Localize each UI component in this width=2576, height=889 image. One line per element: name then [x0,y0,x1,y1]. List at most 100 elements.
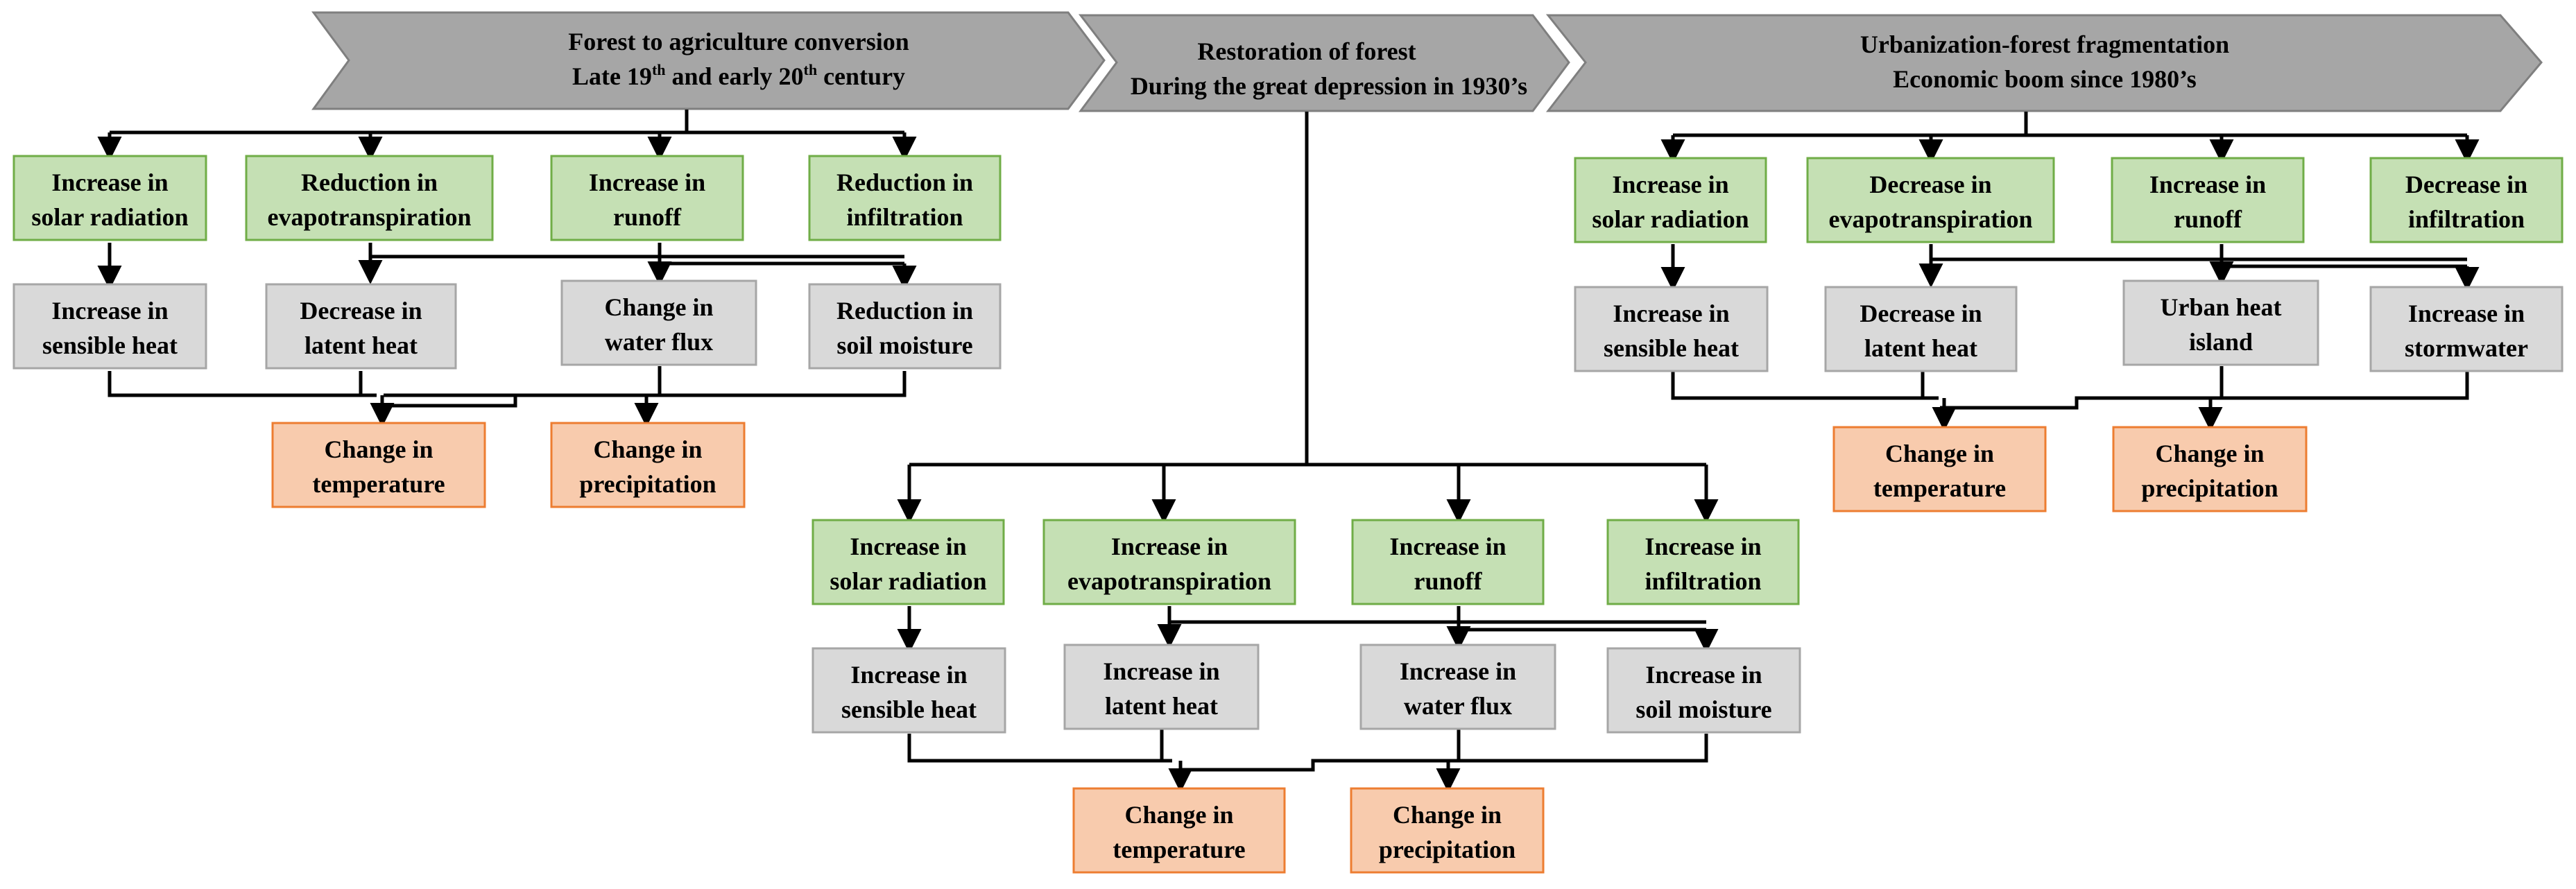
connector [658,366,907,397]
box-shape [1042,519,1296,605]
box-label-line1: Increase in [1389,533,1506,560]
box-shape [2369,286,2564,372]
box-label-line2: sensible heat [841,696,977,723]
restoration-effect-box-2: Increase in latent heat [1063,644,1260,730]
box-label-line1: Increase in [1645,533,1761,560]
box-label-line2: latent heat [1105,692,1218,720]
box-label-line2: runoff [2174,205,2242,233]
box-label-line1: Change in [324,435,433,463]
box-shape [560,279,757,366]
banner-title-line1: Restoration of forest [1197,37,1416,65]
connector [108,371,377,397]
banner-shape [311,11,1106,110]
box-label-line2: soil moisture [836,331,972,359]
box-shape [1832,426,2047,512]
box-shape [1072,787,1286,874]
box-label-line2: runoff [613,203,682,231]
banner-urbanization-forest-fragmentation: Urbanization-forest fragmentation Econom… [1545,14,2543,112]
box-label-line1: Change in [604,293,713,321]
box-shape [1824,286,2018,372]
banner-title-line2: During the great depression in 1930’s [1131,72,1527,100]
connector [1671,371,1939,400]
box-shape [12,283,207,370]
agriculture-effect-box-2: Decrease in latent heat [265,283,457,370]
box-shape [1063,644,1260,730]
agriculture-process-box-4: Reduction in infiltration [808,155,1002,241]
banner-forest-to-agriculture: Forest to agriculture conversion Late 19… [311,11,1106,110]
box-shape [2111,157,2305,243]
box-label-line2: water flux [605,328,713,356]
box-label-line2: infiltration [1645,567,1762,595]
box-label-line2: evapotranspiration [1828,205,2032,233]
box-label-line1: Change in [1393,801,1502,829]
urbanization-effect-box-4: Increase in stormwater [2369,286,2564,372]
urbanization-outcome-box-2: Change in precipitation [2112,426,2308,512]
box-label-line1: Increase in [2408,300,2525,327]
urbanization-outcome-box-1: Change in temperature [1832,426,2047,512]
box-label-line1: Decrease in [2405,171,2527,198]
box-label-line1: Change in [593,435,702,463]
connector [1180,759,1459,772]
connectors [97,110,2480,793]
box-label-line2: sensible heat [42,331,178,359]
box-label-line2: evapotranspiration [1067,567,1271,595]
connector [368,243,904,259]
box-label-line1: Change in [1885,440,1994,467]
box-label-line1: Reduction in [301,169,438,196]
box-label-line1: Increase in [51,169,168,196]
box-label-line1: Increase in [1400,657,1516,685]
box-label-line1: Increase in [1111,533,1228,560]
box-shape [1350,787,1545,874]
box-label-line1: Increase in [1103,657,1219,685]
box-label-line1: Decrease in [1869,171,1991,198]
box-label-line1: Decrease in [300,297,422,325]
box-label-line2: island [2189,328,2253,356]
connector [2219,244,2467,268]
connector [1929,244,2467,261]
box-shape [1606,519,1800,605]
box-shape [812,519,1005,605]
banner-title-line1: Forest to agriculture conversion [568,28,909,55]
box-label-line2: precipitation [1379,836,1515,863]
banner-title-line2: Late 19th and early 20th century [572,61,905,90]
box-label-line1: Change in [2155,440,2264,467]
box-label-line2: soil moisture [1635,696,1771,723]
box-shape [550,155,744,241]
box-label-line1: Increase in [1613,300,1729,327]
box-shape [808,155,1002,241]
box-shape [812,647,1006,734]
connector [1940,396,2222,410]
box-label-line2: temperature [1873,474,2006,502]
restoration-effect-box-4: Increase in soil moisture [1606,647,1801,734]
box-shape [12,155,207,241]
box-label-line2: stormwater [2405,334,2528,362]
box-label-line2: precipitation [2141,474,2278,502]
box-label-line2: temperature [1113,836,1245,863]
box-shape [1351,519,1545,605]
box-label-line1: Reduction in [836,169,973,196]
box-shape [271,422,486,508]
box-label-line1: Increase in [1645,661,1762,689]
box-shape [245,155,494,241]
connector [1457,606,1706,632]
connector [377,393,660,408]
box-shape [265,283,457,370]
box-label-line2: infiltration [847,203,963,231]
box-label-line1: Decrease in [1860,300,1982,327]
box-shape [1806,157,2055,243]
box-label-line2: latent heat [304,331,418,359]
